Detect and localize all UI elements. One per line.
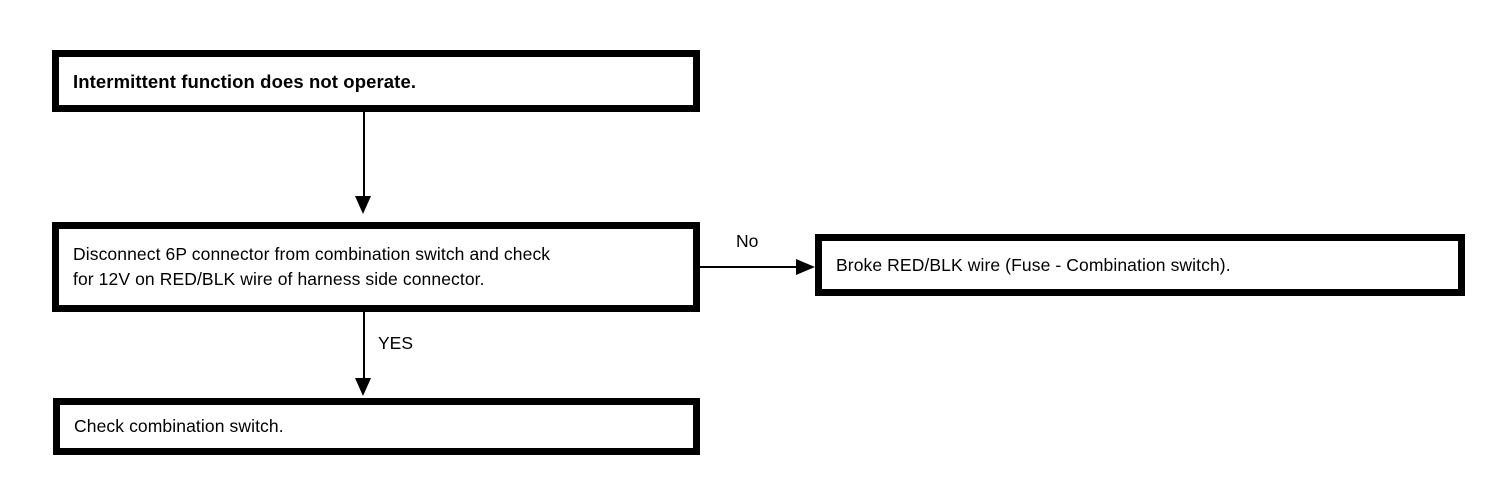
flowchart-node-broken-wire: Broke RED/BLK wire (Fuse - Combination s… xyxy=(815,234,1465,296)
edge-label-no: No xyxy=(736,231,759,251)
flowchart-node-result-label: Check combination switch. xyxy=(74,416,284,436)
arrowhead-right-icon xyxy=(796,259,815,275)
connector-start-to-check xyxy=(363,112,365,198)
flowchart-node-check: Disconnect 6P connector from combination… xyxy=(52,222,700,312)
edge-label-yes: YES xyxy=(378,333,414,353)
connector-check-to-broken xyxy=(700,266,798,268)
connector-check-to-result xyxy=(363,312,365,380)
arrowhead-down-icon xyxy=(355,196,371,214)
arrowhead-down-icon xyxy=(355,378,371,396)
flowchart-node-broken-wire-label: Broke RED/BLK wire (Fuse - Combination s… xyxy=(836,254,1231,275)
flowchart-node-result: Check combination switch. xyxy=(53,398,700,455)
flowchart-node-start: Intermittent function does not operate. xyxy=(52,50,700,112)
flowchart-node-start-label: Intermittent function does not operate. xyxy=(73,70,417,92)
flowchart-node-check-label: Disconnect 6P connector from combination… xyxy=(73,244,551,289)
